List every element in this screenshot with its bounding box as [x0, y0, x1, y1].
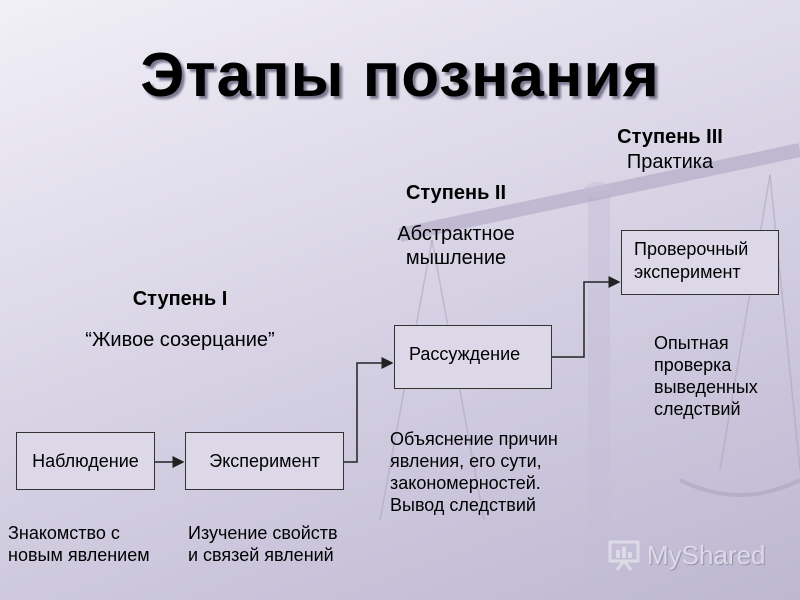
verification-caption: Опытная проверка выведенных следствий — [654, 332, 758, 420]
page-title: Этапы познания — [140, 41, 660, 110]
caption-line: явления, его сути, — [390, 451, 542, 471]
reasoning-caption: Объяснение причин явления, его сути, зак… — [390, 428, 558, 516]
caption-line: Изучение свойств — [188, 523, 338, 543]
experiment-box: Эксперимент — [185, 432, 344, 490]
caption-line: закономерностей. — [390, 473, 541, 493]
verification-label-line: эксперимент — [634, 262, 741, 282]
stage-3-subtitle: Практика — [626, 151, 714, 173]
verification-box: Проверочный эксперимент — [621, 230, 779, 295]
stage-1-subtitle: “Живое созерцание” — [85, 329, 275, 351]
experiment-caption: Изучение свойств и связей явлений — [188, 522, 338, 566]
observation-caption: Знакомство с новым явлением — [8, 522, 150, 566]
watermark-text: MyShared — [647, 539, 766, 570]
caption-line: новым явлением — [8, 545, 150, 565]
stage-2-title: Ступень II — [405, 182, 507, 204]
stage-2-subtitle-line: Абстрактное — [397, 223, 515, 245]
caption-line: Вывод следствий — [390, 495, 536, 515]
verification-label-line: Проверочный — [634, 239, 749, 259]
caption-line: проверка — [654, 355, 732, 375]
reasoning-box: Рассуждение — [394, 325, 552, 389]
caption-line: и связей явлений — [188, 545, 334, 565]
stage-2-subtitle-line: мышление — [405, 247, 507, 269]
stage-3-title: Ступень III — [617, 126, 723, 148]
experiment-label: Эксперимент — [209, 450, 320, 471]
caption-line: следствий — [654, 399, 741, 419]
caption-line: Опытная — [654, 333, 729, 353]
presentation-board-icon — [608, 540, 640, 571]
stage-1-title: Ступень I — [132, 288, 228, 310]
caption-line: Объяснение причин — [390, 429, 558, 449]
caption-line: Знакомство с — [8, 523, 120, 543]
observation-label: Наблюдение — [32, 450, 139, 471]
observation-box: Наблюдение — [16, 432, 155, 490]
stage-2-subtitle: Абстрактное мышление — [356, 222, 556, 270]
caption-line: выведенных — [654, 377, 758, 397]
watermark: MyShared — [607, 536, 777, 574]
reasoning-label: Рассуждение — [409, 344, 521, 364]
